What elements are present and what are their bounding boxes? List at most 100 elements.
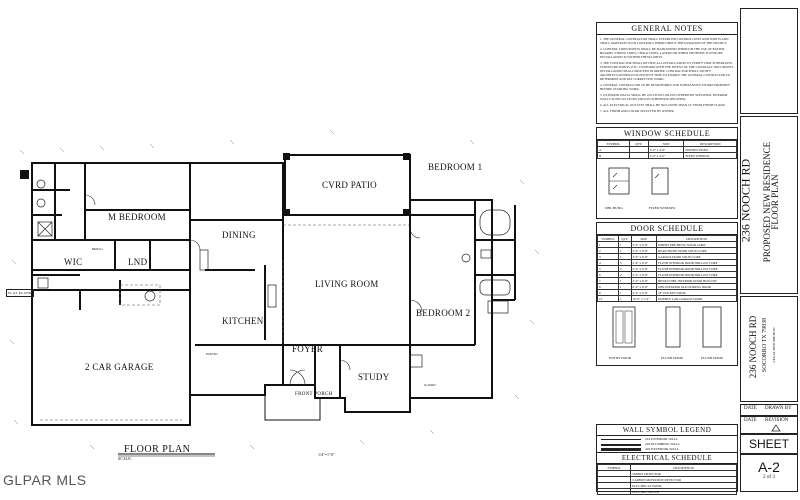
garage-walls (32, 289, 191, 425)
sheet-number-box: A-2 2 of 3 (740, 454, 798, 492)
svg-text:CLOSET: CLOSET (424, 383, 436, 387)
address-line-2: SOCORRO TX 79838 (762, 317, 768, 373)
table-cell: FIXED WINDOW (683, 152, 737, 159)
title-block-project: 236 NOOCH RD PROPOSED NEW RESIDENCE FLOO… (738, 116, 798, 294)
room-label-front-porch: FRONT PORCH (295, 392, 333, 397)
room-label-dining: DINING (222, 230, 256, 240)
date-drawn-row: DATE DRAWN BY (740, 404, 798, 416)
room-label-kitchen: KITCHEN (222, 316, 264, 326)
title-block-top (740, 8, 798, 114)
table-cell: DOUBLE CAR GARAGE DOOR (656, 295, 737, 302)
foyer-walls (282, 344, 340, 385)
master-bedroom-walls (31, 163, 191, 290)
wall-legend-item: 2x4 INTERIOR WALL (601, 437, 733, 442)
project-desc-2: FLOOR PLAN (770, 174, 780, 230)
wall-legend-swatch (601, 448, 641, 451)
table-cell: B (597, 152, 630, 159)
general-note-item: 1. THE GENERAL CONTRACTOR SHALL ESTABLIS… (600, 37, 729, 45)
table-cell: 2'-0" x 4'-0" (647, 152, 685, 159)
general-notes-panel: GENERAL NOTES 1. THE GENERAL CONTRACTOR … (596, 22, 738, 124)
electrical-schedule-title: ELECTRICAL SCHEDULE (597, 453, 737, 464)
general-note-item: 7. ALL FINISH AND COLOR SELECTED BY OWNE… (600, 109, 675, 113)
window-schedule-title: WINDOW SCHEDULE (597, 128, 737, 140)
table-cell: 1 (617, 295, 632, 302)
room-label-wic: WIC (64, 257, 83, 267)
sheet-label: SHEET (748, 437, 789, 451)
date-label: DATE (744, 406, 757, 411)
room-label-lnd: LND (128, 257, 148, 267)
wic-lnd-walls (32, 240, 190, 271)
room-label-study: STUDY (358, 372, 390, 382)
room-label-cvrd-patio: CVRD PATIO (322, 180, 377, 190)
floor-plan-drawing: BENCH PANTRY CLOSET (9, 129, 540, 457)
sheet-of: 2 of 3 (763, 475, 775, 480)
svg-text:BENCH: BENCH (92, 247, 103, 251)
wall-legend-label: 2x4 INTERIOR WALL (645, 437, 678, 441)
porch-walls (264, 395, 321, 421)
general-note-item: 6. ALL ELECTRICAL OUTLETS SHALL BE NO LO… (600, 103, 726, 107)
general-note-item: 5. EXTERIOR WALLS SHALL BE 2x6 STUDS UNL… (600, 93, 728, 101)
table-cell: 10 (597, 295, 619, 302)
date-label-2: DATE (744, 418, 757, 423)
door-schedule-title: DOOR SCHEDULE (597, 223, 737, 235)
table-cell: ELECTRIC METER (630, 488, 737, 495)
mls-watermark: GLPAR MLS (3, 472, 87, 488)
bedroom1-walls (409, 155, 476, 300)
wall-legend-item: 2x6 PLUMBING WALL (601, 442, 733, 447)
bedroom2-walls (339, 215, 476, 398)
room-label-foyer: FOYER (292, 344, 324, 354)
wall-legend-swatch (601, 443, 641, 446)
svg-text:PANTRY: PANTRY (206, 352, 218, 356)
revision-label: REVISION (765, 418, 789, 423)
wall-legend-swatch (601, 439, 641, 440)
room-label-bedroom-2: BEDROOM 2 (416, 308, 471, 318)
address-line-1: 236 NOOCH RD (748, 315, 758, 379)
flat-plank-label: FLAT PLANK (6, 289, 34, 297)
door-elevations (612, 306, 722, 348)
room-label-garage: 2 CAR GARAGE (85, 362, 154, 372)
scale-label: SCALE: (118, 456, 132, 461)
table-cell (596, 488, 632, 495)
wall-legend-title: WALL SYMBOL LEGEND (597, 425, 737, 436)
wall-legend-label: 2x6 PLUMBING WALL (645, 442, 680, 446)
table-cell (628, 152, 649, 159)
address-line-3: LEGAL DESCRIPTION (772, 327, 776, 363)
sheet-number: A-2 (758, 459, 780, 475)
scale-value: 1/4"=1'-0" (318, 452, 335, 457)
general-notes-title: GENERAL NOTES (597, 23, 737, 35)
wall-legend-label: 2x6 EXTERIOR WALL (645, 447, 679, 451)
door-label-entry: ENTRY DOOR (609, 356, 632, 360)
window-label-fixed: FIXED WINDOW (649, 206, 676, 210)
window-label-dbl-hung: DBL HUNG (605, 206, 623, 210)
general-note-item: 3. THE CONTRACTOR SHALL REVIEW ALL INSTA… (600, 61, 735, 81)
room-label-m-bedroom: M BEDROOM (108, 212, 166, 222)
window-schedule-row: B 2'-0" x 4'-0"FIXED WINDOW (597, 152, 737, 159)
date-revision-row: DATE REVISION (740, 416, 798, 434)
electrical-schedule-row: ELECTRIC METER (596, 488, 737, 495)
room-label-bedroom-1: BEDROOM 1 (428, 162, 483, 172)
sheet-label-box: SHEET (740, 434, 798, 454)
project-address: 236 NOOCH RD (738, 158, 753, 243)
title-block-address: 236 NOOCH RD SOCORRO TX 79838 LEGAL DESC… (740, 296, 798, 402)
general-notes-list: 1. THE GENERAL CONTRACTOR SHALL ESTABLIS… (597, 37, 737, 113)
door-label-flush-2: FLUSH DOOR (701, 356, 723, 360)
revision-triangle-icon (771, 424, 781, 432)
door-label-flush-1: FLUSH DOOR (661, 356, 683, 360)
general-note-item: 2. CONTROL LINES/POINTS SHALL BE MAINTAI… (600, 47, 725, 59)
window-elevations (608, 167, 669, 195)
plan-title: FLOOR PLAN (124, 444, 191, 455)
general-note-item: 4. GENERAL CONTRACTOR TO BE RESPONSIBLE … (600, 83, 731, 91)
drawn-by-label: DRAWN BY (765, 406, 792, 411)
wall-legend-item: 2x6 EXTERIOR WALL (601, 447, 733, 452)
kitchen-walls (190, 163, 284, 346)
table-cell: 16'-0" x 7'-0" (630, 295, 658, 302)
